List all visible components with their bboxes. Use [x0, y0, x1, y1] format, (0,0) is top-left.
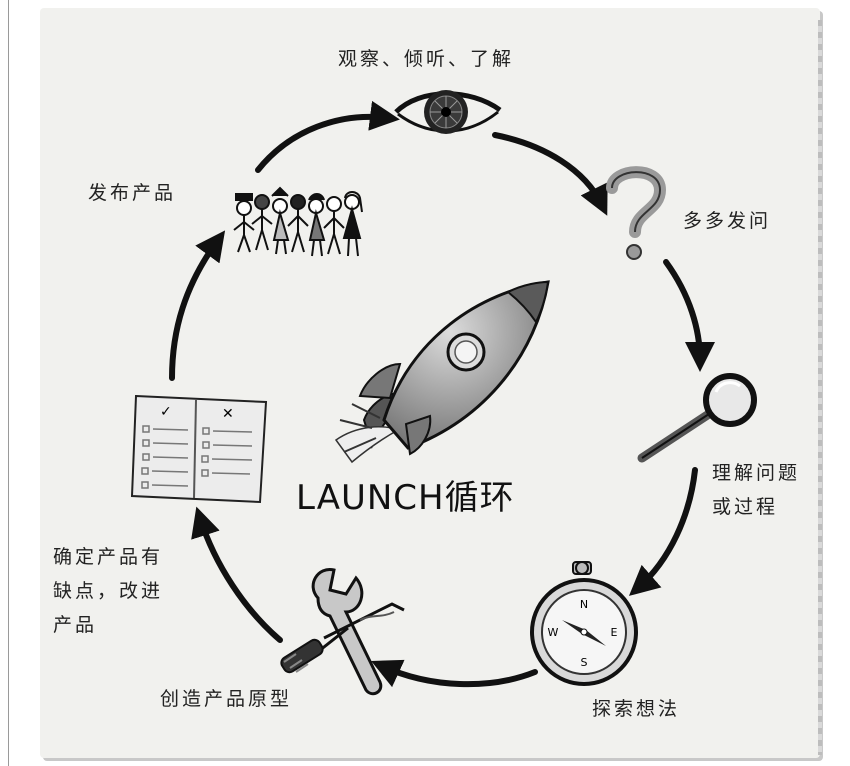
question-mark-icon: [606, 166, 667, 260]
checklist-check-mark: ✓: [160, 404, 172, 420]
diagram-title: LAUNCH循环: [296, 478, 515, 518]
wrench-screwdriver-icon: [280, 568, 405, 696]
people-crowd-icon: [233, 186, 363, 257]
arrow-ask-to-understand: [663, 259, 715, 372]
checklist-cross-mark: ✕: [222, 406, 234, 422]
arrow-prototype-to-checklist: [191, 506, 283, 643]
arrow-explore-to-prototype: [371, 659, 538, 688]
stage-label-release: 发布产品: [88, 182, 177, 204]
compass-e: E: [611, 626, 618, 639]
compass-n: N: [580, 598, 588, 611]
magnifying-glass-icon: [637, 373, 757, 463]
stage-label-observe: 观察、倾听、了解: [338, 48, 515, 70]
cycle-arrows: [169, 100, 715, 688]
arrow-release-to-observe: [255, 100, 400, 173]
arrow-understand-to-explore: [628, 467, 698, 596]
compass-icon: N S E W: [530, 561, 638, 686]
arrow-observe-to-ask: [492, 132, 608, 216]
checklist-icon: ✓ ✕: [130, 394, 268, 504]
stage-label-explore: 探索想法: [592, 698, 681, 720]
stage-label-understand: 理解问题 或过程: [712, 462, 801, 518]
stage-label-ask: 多多发问: [683, 210, 772, 232]
arrow-checklist-to-release: [169, 230, 226, 381]
compass-s: S: [581, 656, 588, 669]
compass-w: W: [548, 626, 559, 639]
left-border-line: [8, 0, 9, 766]
stage-label-improve: 确定产品有 缺点，改进 产品: [53, 546, 164, 636]
paper-torn-edge: [818, 20, 822, 755]
stage-label-prototype: 创造产品原型: [160, 688, 293, 710]
rocket-icon: [334, 280, 550, 464]
eye-icon: [394, 90, 502, 134]
